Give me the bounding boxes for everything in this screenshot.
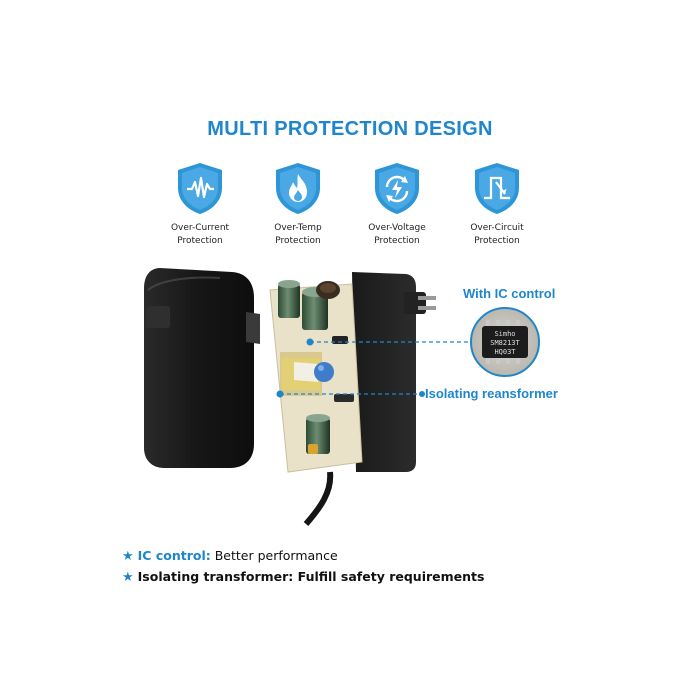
feature-label-line1: Over-Voltage	[368, 223, 426, 233]
feature-notes: ★IC control: Better performance ★Isolati…	[122, 545, 484, 587]
adapter-illustration: Simho SM8213T HQ03T	[144, 268, 540, 526]
note-text: Fulfill safety requirements	[293, 569, 485, 584]
flame-shield-icon	[276, 163, 320, 214]
voltage-cycle-shield-icon	[375, 163, 419, 214]
note-key: Isolating transformer:	[137, 569, 294, 584]
feature-over-temp: Over-Temp Protection	[243, 160, 353, 248]
feature-label-line1: Over-Circuit	[470, 223, 524, 233]
ic-chip-zoom: Simho SM8213T HQ03T	[470, 307, 540, 377]
feature-label-line1: Over-Temp	[274, 223, 322, 233]
feature-label-line2: Protection	[474, 236, 520, 246]
feature-label-line1: Over-Current	[170, 223, 230, 233]
feature-over-current: Over-Current Protection	[145, 160, 255, 248]
feature-label-line2: Protection	[275, 236, 321, 246]
feature-label-line2: Protection	[374, 236, 420, 246]
pcb-board	[269, 280, 363, 473]
adapter-back-shell	[352, 272, 436, 472]
callout-ic-control: With IC control	[463, 286, 556, 301]
chip-text-line1: Simho	[494, 330, 515, 338]
circuit-switch-shield-icon	[475, 163, 519, 214]
chip-text-line2: SM8213T	[490, 339, 520, 347]
note-text: Better performance	[210, 548, 338, 563]
note-item: ★IC control: Better performance	[122, 545, 484, 566]
star-icon: ★	[122, 570, 134, 585]
adapter-front-body	[144, 268, 260, 468]
feature-over-voltage: Over-Voltage Protection	[342, 160, 452, 248]
waveform-shield-icon	[178, 163, 222, 214]
feature-over-circuit: Over-Circuit Protection	[442, 160, 552, 248]
note-key: IC control:	[137, 548, 211, 563]
note-item: ★Isolating transformer: Fulfill safety r…	[122, 566, 484, 587]
chip-text-line3: HQ03T	[494, 348, 516, 356]
star-icon: ★	[122, 549, 134, 564]
feature-label-line2: Protection	[177, 236, 223, 246]
page-title: MULTI PROTECTION DESIGN	[207, 118, 493, 140]
protection-features: Over-Current Protection Over-Temp Protec…	[0, 160, 700, 260]
callout-isolating-transformer: Isolating reansformer	[425, 386, 558, 401]
